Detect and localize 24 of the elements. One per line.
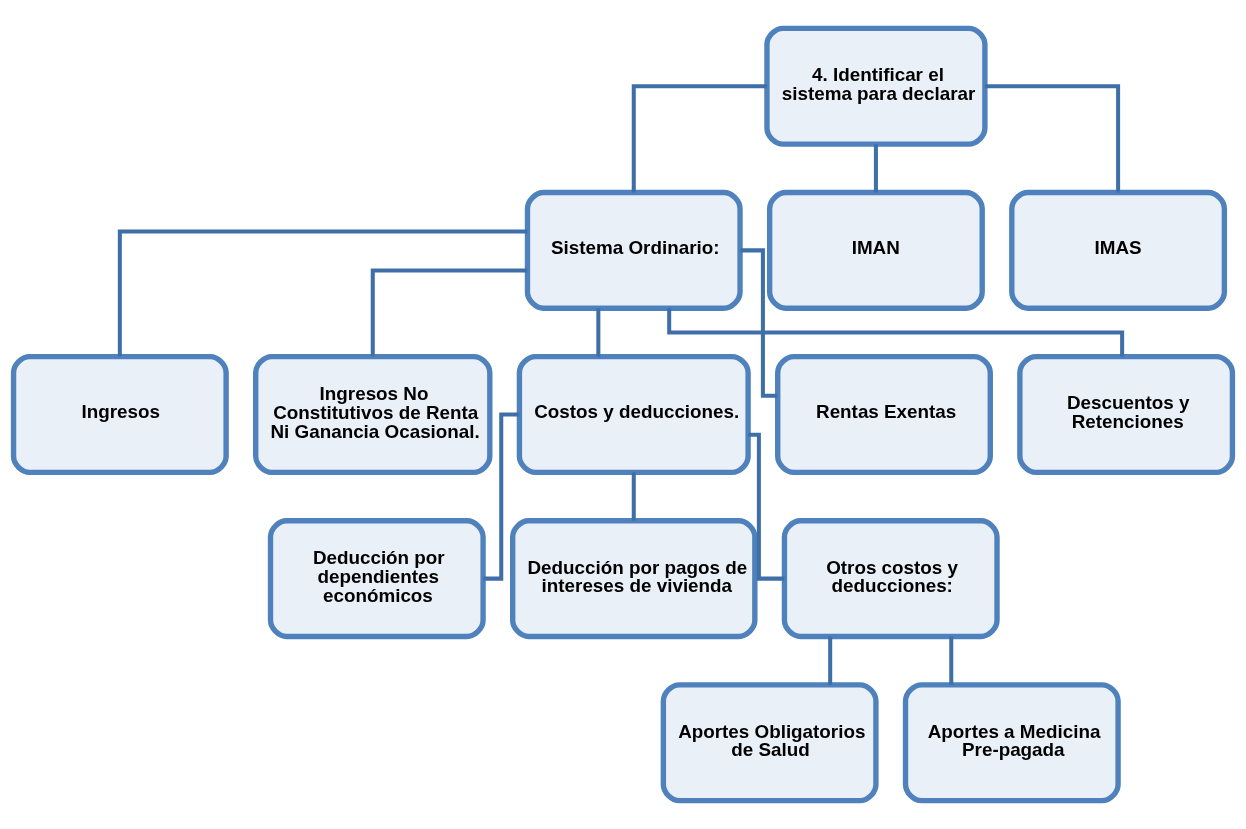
node-box: Costos y deducciones. <box>516 353 751 476</box>
connector <box>117 229 528 357</box>
node-box: IMAN <box>766 189 985 311</box>
node-box: Ingresos No Constitutivos de Renta Ni Ganancia Ocasional. <box>253 353 493 476</box>
connector <box>631 472 636 521</box>
node-box: IMAS <box>1009 189 1228 311</box>
node-box: Otros costos y deducciones: <box>781 518 1000 640</box>
connector <box>949 636 954 685</box>
node-box: Aportes a Medicina Pre-pagada <box>902 682 1121 804</box>
node-box: Deducción por dependientes económicos <box>267 518 486 640</box>
node-box: Deducción por pagos de intereses de vivienda <box>510 518 758 640</box>
node-box: Descuentos y Retenciones <box>1017 353 1236 476</box>
node-box: Sistema Ordinario: <box>524 189 743 311</box>
connector <box>631 84 767 193</box>
connector <box>483 412 520 581</box>
node-box: Ingresos <box>10 353 229 476</box>
connector <box>984 84 1121 193</box>
connector <box>596 308 601 357</box>
node-box: Aportes Obligatorios de Salud <box>660 682 879 804</box>
connector <box>828 636 833 685</box>
node-box: 4. Identificar el sistema para declarar <box>764 25 988 147</box>
node-box: Rentas Exentas <box>775 353 993 476</box>
connector <box>873 144 878 193</box>
connector <box>370 268 528 357</box>
